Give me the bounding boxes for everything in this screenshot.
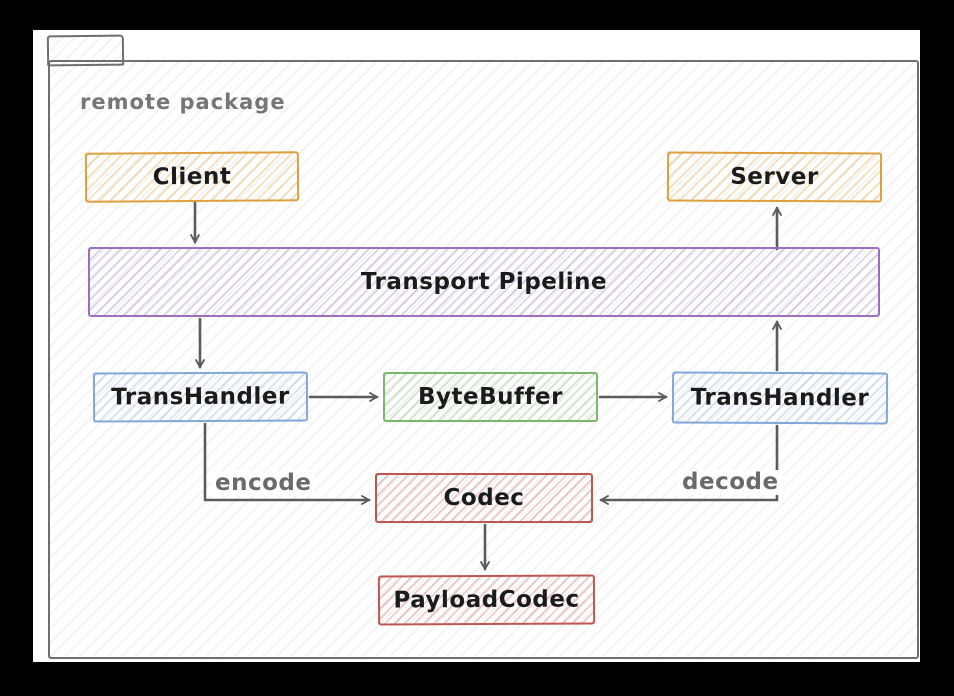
package-label: remote package <box>80 90 286 114</box>
node-payload-codec-label: PayloadCodec <box>393 586 580 614</box>
encode-label: encode <box>211 470 316 497</box>
node-server: Server <box>666 151 883 203</box>
node-payload-codec: PayloadCodec <box>377 574 596 626</box>
node-bytebuffer-label: ByteBuffer <box>418 384 563 410</box>
node-transport-pipeline: Transport Pipeline <box>88 247 880 317</box>
node-codec-label: Codec <box>443 485 525 511</box>
node-transhandler-left-label: TransHandler <box>111 383 290 411</box>
node-transport-pipeline-label: Transport Pipeline <box>360 269 608 295</box>
node-server-label: Server <box>730 163 819 191</box>
node-codec: Codec <box>375 473 593 523</box>
node-bytebuffer: ByteBuffer <box>383 372 598 422</box>
node-transhandler-right: TransHandler <box>671 371 889 425</box>
decode-label: decode <box>678 469 783 496</box>
node-transhandler-right-label: TransHandler <box>690 384 870 412</box>
package-folder-frame <box>48 60 919 659</box>
node-transhandler-left: TransHandler <box>92 371 309 423</box>
node-client-label: Client <box>152 163 232 191</box>
node-client: Client <box>84 151 300 203</box>
diagram-canvas: remote package encode decode Client <box>33 30 920 662</box>
